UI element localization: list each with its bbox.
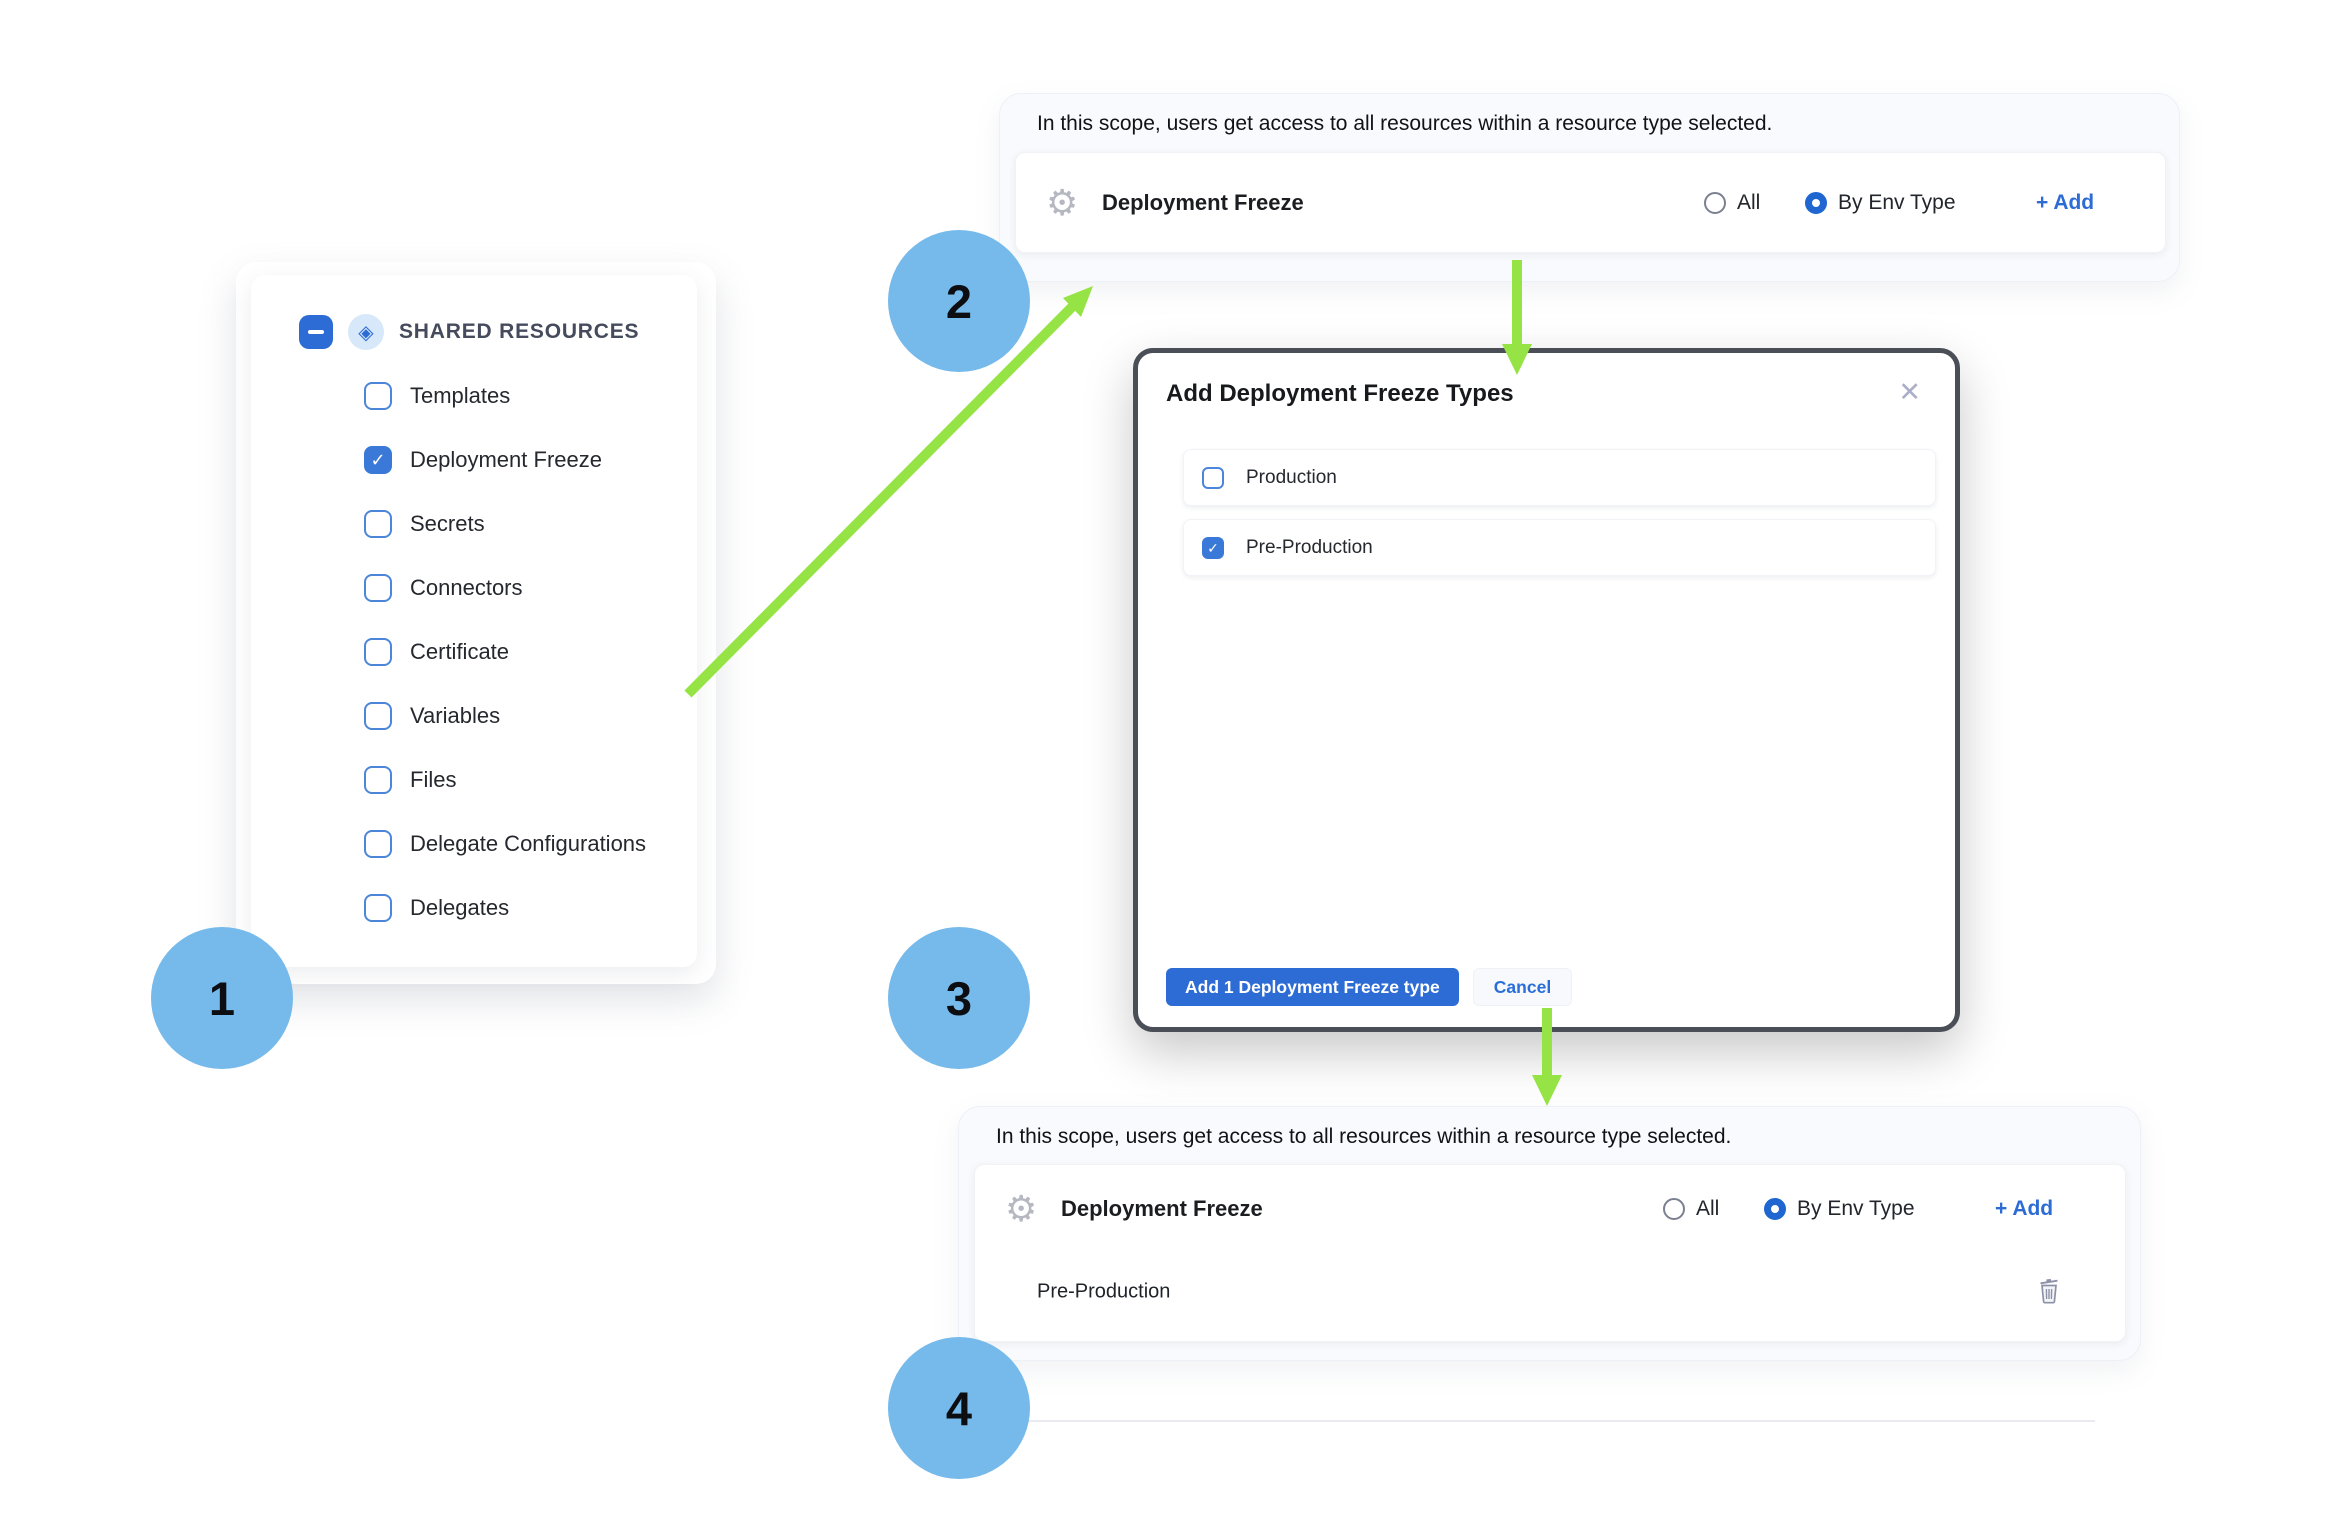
arrow-step1-to-step2 — [684, 286, 1093, 698]
radio-label: All — [1737, 190, 1761, 214]
add-link[interactable]: + Add — [1995, 1197, 2054, 1220]
resource-item-certificate[interactable]: ✓ Certificate — [364, 638, 646, 666]
resource-item-connectors[interactable]: ✓ Connectors — [364, 574, 646, 602]
modal-option-label: Production — [1246, 466, 1337, 488]
scope-panel-bottom: In this scope, users get access to all r… — [958, 1106, 2141, 1422]
radio-option-by-env-type[interactable]: By Env Type — [1764, 1197, 1915, 1221]
add-link[interactable]: + Add — [2036, 190, 2095, 214]
checkbox[interactable]: ✓ — [364, 638, 392, 666]
step-number: 3 — [945, 971, 973, 1025]
step-circle-2: 2 — [888, 230, 1030, 372]
resource-type-card: ⚙ Deployment Freeze All By Env Type + Ad… — [1015, 152, 2166, 253]
scope-description: In this scope, users get access to all r… — [996, 1125, 1732, 1148]
checkbox[interactable]: ✓ — [364, 830, 392, 858]
checkbox[interactable]: ✓ — [364, 574, 392, 602]
confirm-add-button[interactable]: Add 1 Deployment Freeze type — [1166, 968, 1459, 1006]
radio-icon[interactable] — [1805, 191, 1827, 214]
resource-item-label: Files — [410, 767, 457, 792]
cancel-button[interactable]: Cancel — [1472, 968, 1573, 1006]
resource-panel-title: SHARED RESOURCES — [399, 320, 640, 343]
resource-item-delegates[interactable]: ✓ Delegates — [364, 894, 646, 922]
resource-item-label: Delegate Configurations — [410, 831, 647, 856]
radio-label: All — [1696, 1197, 1720, 1220]
checkbox[interactable]: ✓ — [364, 702, 392, 730]
step-number: 1 — [208, 971, 236, 1025]
resource-panel: ◈ SHARED RESOURCES ✓ Templates ✓ Deploym… — [251, 275, 697, 967]
radio-icon[interactable] — [1764, 1198, 1786, 1220]
radio-option-all[interactable]: All — [1663, 1197, 1719, 1221]
resource-item-files[interactable]: ✓ Files — [364, 766, 646, 794]
resource-type-name: Deployment Freeze — [1061, 1196, 1263, 1221]
modal-title: Add Deployment Freeze Types — [1166, 380, 1514, 407]
shared-resources-icon: ◈ — [348, 314, 384, 350]
checkbox[interactable]: ✓ — [1202, 536, 1224, 559]
modal-footer: Add 1 Deployment Freeze type Cancel — [1166, 968, 1573, 1006]
resource-type-row: ⚙ Deployment Freeze All By Env Type + Ad… — [1016, 153, 2165, 252]
resource-item-label: Templates — [410, 383, 511, 408]
checkbox[interactable]: ✓ — [364, 894, 392, 922]
radio-icon[interactable] — [1663, 1198, 1685, 1220]
gear-icon: ⚙ — [1005, 1188, 1038, 1229]
radio-label: By Env Type — [1838, 190, 1956, 214]
resource-item-label: Variables — [410, 703, 501, 728]
checkbox[interactable]: ✓ — [364, 382, 392, 410]
modal-option-list: ✓ Production ✓ Pre-Production — [1183, 449, 1936, 589]
resource-item-label: Deployment Freeze — [410, 447, 602, 472]
check-icon: ✓ — [1207, 539, 1219, 556]
modal-option-label: Pre-Production — [1246, 536, 1373, 558]
resource-item-templates[interactable]: ✓ Templates — [364, 382, 646, 410]
check-icon: ✓ — [370, 450, 386, 470]
resource-panel-header: ◈ SHARED RESOURCES — [299, 314, 639, 350]
step-circle-3: 3 — [888, 927, 1030, 1069]
resource-type-card: ⚙ Deployment Freeze All By Env Type + Ad… — [974, 1164, 2126, 1422]
scope-panel-top: In this scope, users get access to all r… — [999, 93, 2180, 282]
gear-icon: ⚙ — [1046, 181, 1079, 223]
collapse-button[interactable] — [299, 315, 333, 349]
resource-item-label: Delegates — [410, 895, 510, 920]
modal-option-pre-production[interactable]: ✓ Pre-Production — [1183, 519, 1936, 576]
modal-option-production[interactable]: ✓ Production — [1183, 449, 1936, 506]
resource-item-label: Certificate — [410, 639, 510, 664]
resource-item-secrets[interactable]: ✓ Secrets — [364, 510, 646, 538]
radio-option-by-env-type[interactable]: By Env Type — [1805, 191, 1956, 215]
step-number: 4 — [945, 1381, 973, 1435]
radio-option-all[interactable]: All — [1704, 191, 1760, 215]
checkbox[interactable]: ✓ — [364, 446, 392, 474]
scope-description: In this scope, users get access to all r… — [1037, 112, 1773, 135]
radio-icon[interactable] — [1704, 191, 1726, 214]
add-deployment-freeze-modal: Add Deployment Freeze Types ✕ ✓ Producti… — [1133, 348, 1960, 1032]
checkbox[interactable]: ✓ — [1202, 466, 1224, 489]
step-circle-4: 4 — [888, 1337, 1030, 1479]
resource-item-delegate-configurations[interactable]: ✓ Delegate Configurations — [364, 830, 646, 858]
resource-item-label: Connectors — [410, 575, 523, 600]
row-divider — [1007, 1420, 2095, 1422]
close-icon[interactable]: ✕ — [1894, 373, 1925, 412]
trash-icon[interactable] — [2037, 1277, 2061, 1308]
selected-type-label: Pre-Production — [1037, 1280, 1171, 1303]
radio-label: By Env Type — [1797, 1197, 1915, 1220]
resource-item-deployment-freeze[interactable]: ✓ Deployment Freeze — [364, 446, 646, 474]
resource-item-label: Secrets — [410, 511, 485, 536]
checkbox[interactable]: ✓ — [364, 510, 392, 538]
step-circle-1: 1 — [151, 927, 293, 1069]
resource-type-row: ⚙ Deployment Freeze All By Env Type + Ad… — [975, 1165, 2125, 1253]
selected-type-row: Pre-Production — [975, 1261, 2125, 1422]
checkbox[interactable]: ✓ — [364, 766, 392, 794]
minus-icon — [308, 330, 324, 334]
step-number: 2 — [945, 274, 973, 328]
resource-item-variables[interactable]: ✓ Variables — [364, 702, 646, 730]
resource-type-name: Deployment Freeze — [1102, 189, 1304, 215]
resource-item-list: ✓ Templates ✓ Deployment Freeze ✓ Secret… — [364, 382, 646, 922]
